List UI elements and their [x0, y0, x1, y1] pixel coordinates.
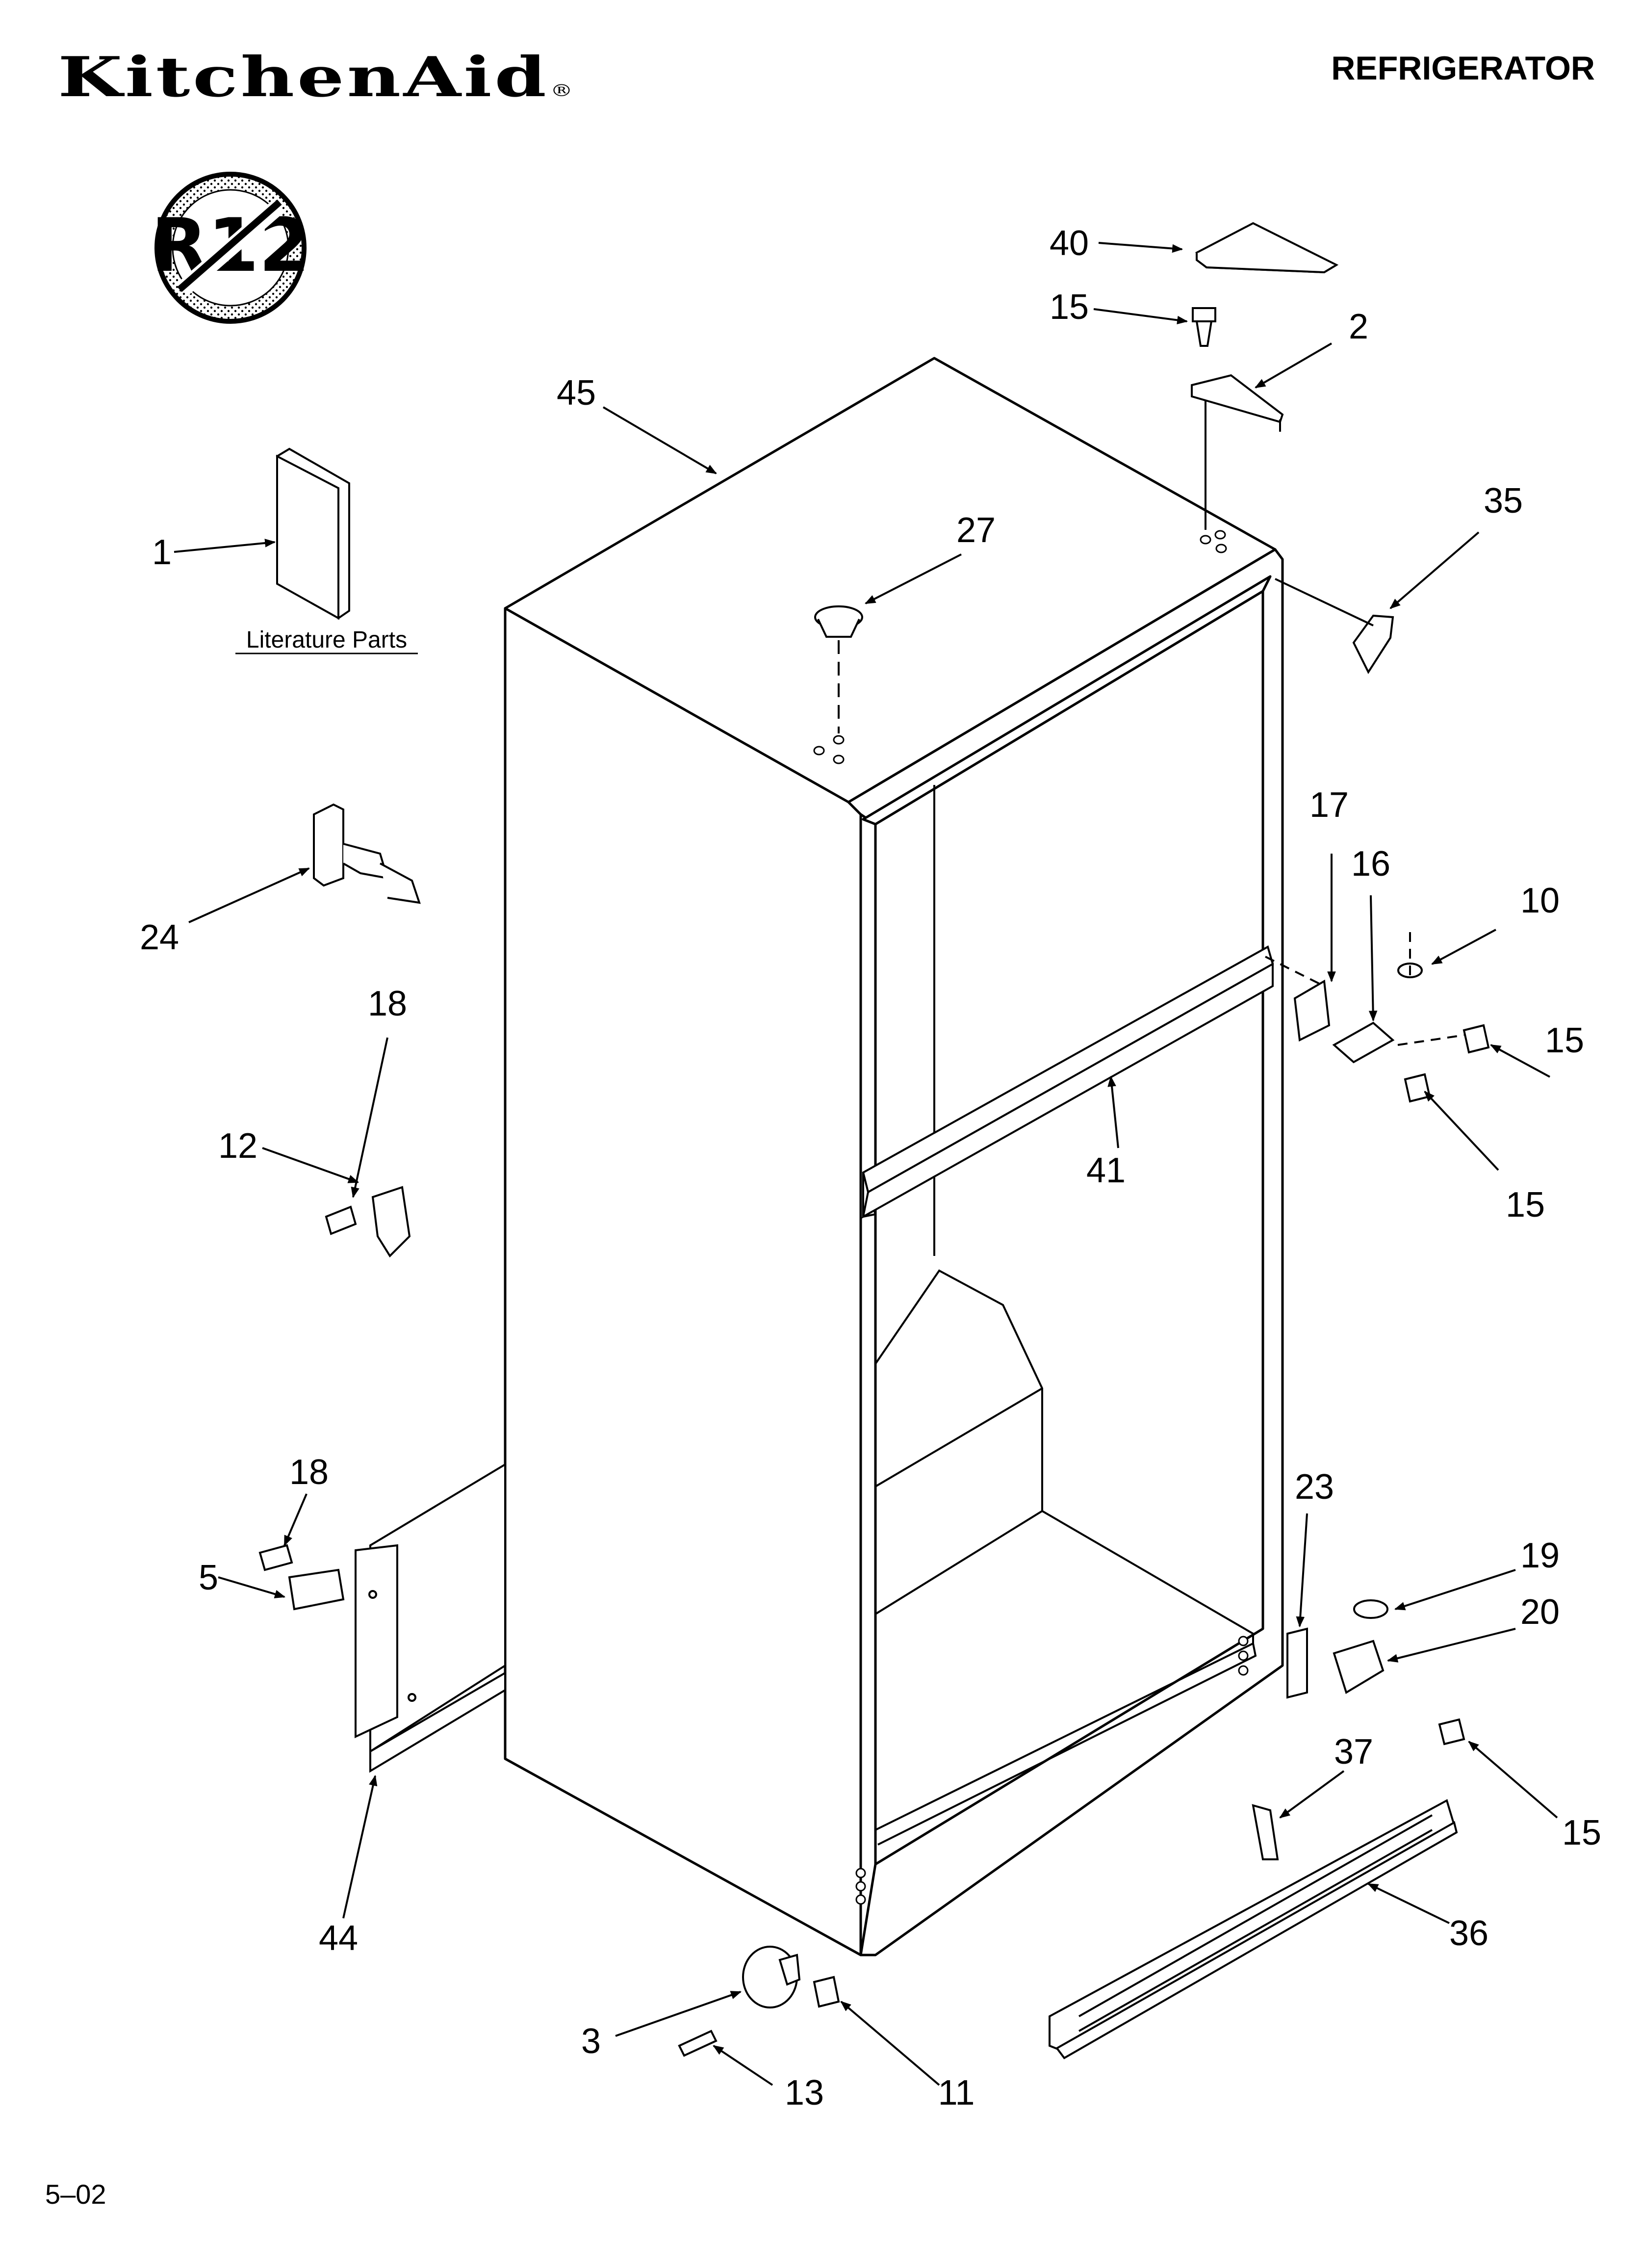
callout-23: 23 — [1295, 1467, 1334, 1507]
callout-37: 37 — [1334, 1732, 1373, 1772]
callout-3: 3 — [581, 2022, 601, 2061]
screw-part — [1192, 307, 1216, 347]
callout-1: 1 — [152, 533, 172, 572]
callout-18-lower: 18 — [289, 1453, 329, 1492]
brand-name: KitchenAid — [58, 45, 549, 109]
callout-19: 19 — [1520, 1536, 1560, 1575]
hinge-cap-part — [1275, 578, 1394, 675]
cabinet-assembly — [504, 357, 1284, 1956]
callout-labels: 40 15 2 45 35 1 27 17 16 10 24 18 15 41 … — [140, 224, 1601, 2112]
callout-35: 35 — [1484, 481, 1523, 521]
callout-13: 13 — [785, 2073, 824, 2112]
callout-40: 40 — [1050, 224, 1089, 263]
callout-36: 36 — [1449, 1914, 1488, 1953]
callout-15-lower: 15 — [1562, 1813, 1601, 1852]
callout-16: 16 — [1351, 844, 1390, 884]
leader-lines — [174, 242, 1558, 2086]
callout-2: 2 — [1349, 307, 1368, 346]
kitchenaid-logo: KitchenAid® — [58, 45, 575, 109]
divider-strip-part — [862, 945, 1274, 1219]
callout-15-right-b: 15 — [1506, 1185, 1545, 1225]
plug-part — [814, 605, 863, 733]
callout-15-right-a: 15 — [1545, 1021, 1584, 1060]
callout-45: 45 — [557, 373, 596, 413]
callout-5: 5 — [199, 1558, 218, 1597]
callout-41: 41 — [1086, 1151, 1126, 1190]
roller-part — [678, 1946, 840, 2057]
door-stop-part — [313, 803, 421, 904]
callout-11: 11 — [938, 2073, 975, 2112]
callout-44: 44 — [319, 1919, 358, 1958]
callout-12: 12 — [218, 1126, 257, 1166]
top-hinge-part — [1191, 374, 1284, 530]
registered-mark: ® — [550, 81, 576, 101]
center-hinge-part — [1265, 932, 1490, 1103]
lower-hinge-part — [1286, 1599, 1465, 1746]
callout-15-top: 15 — [1050, 287, 1089, 327]
callout-17: 17 — [1309, 785, 1349, 825]
callout-24: 24 — [140, 918, 179, 957]
no-r12-prohibition-icon: R12 — [151, 172, 310, 324]
lower-clip-part — [258, 1544, 345, 1611]
footer-revision-code: 5–02 — [45, 2179, 106, 2210]
cabinet-holes — [813, 530, 1249, 1905]
hinge-cover-part — [1195, 222, 1339, 274]
literature-booklet-icon — [276, 447, 350, 620]
side-panel-part — [355, 1462, 506, 1773]
literature-parts-label: Literature Parts — [246, 627, 407, 653]
callout-27: 27 — [956, 511, 996, 550]
page-title: REFRIGERATOR — [1331, 50, 1595, 87]
grille-clip-part — [1252, 1804, 1279, 1860]
callout-18-upper: 18 — [368, 984, 407, 1023]
hinge-clip-part — [325, 1186, 411, 1258]
toe-grille-part — [1049, 1799, 1458, 2059]
callout-20: 20 — [1520, 1592, 1560, 1632]
callout-10: 10 — [1520, 881, 1560, 920]
